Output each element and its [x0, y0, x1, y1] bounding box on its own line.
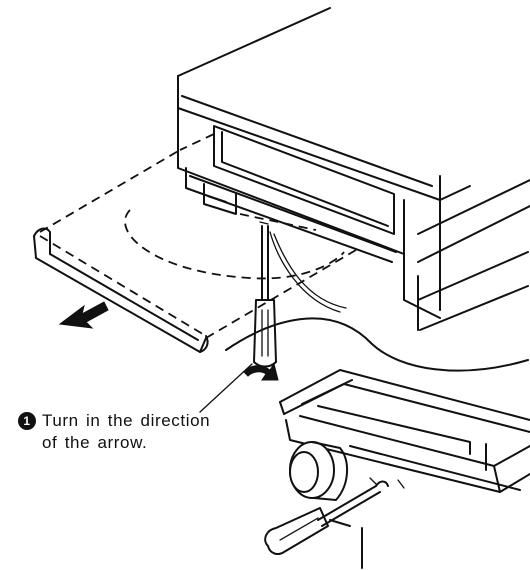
screwdriver-upper: [253, 225, 347, 368]
instruction-text-line-2: of the arrow.: [42, 433, 148, 452]
instruction-text-line-1: Turn in the direction: [42, 411, 211, 430]
pull-direction-arrow-icon: [58, 301, 109, 329]
rotation-arrow-icon: [243, 362, 279, 381]
step-number-badge: 1: [18, 412, 36, 430]
drive-chassis-detail: [279, 369, 530, 527]
drive-unit-outline: [33, 133, 357, 353]
drive-bay: [185, 125, 397, 263]
detail-separator-curve: [225, 317, 529, 372]
instruction-callout: 1 Turn in the direction of the arrow.: [18, 410, 248, 454]
screwdriver-lower: [264, 480, 389, 569]
callout-leader-line: [199, 363, 253, 413]
computer-case: [177, 7, 530, 331]
